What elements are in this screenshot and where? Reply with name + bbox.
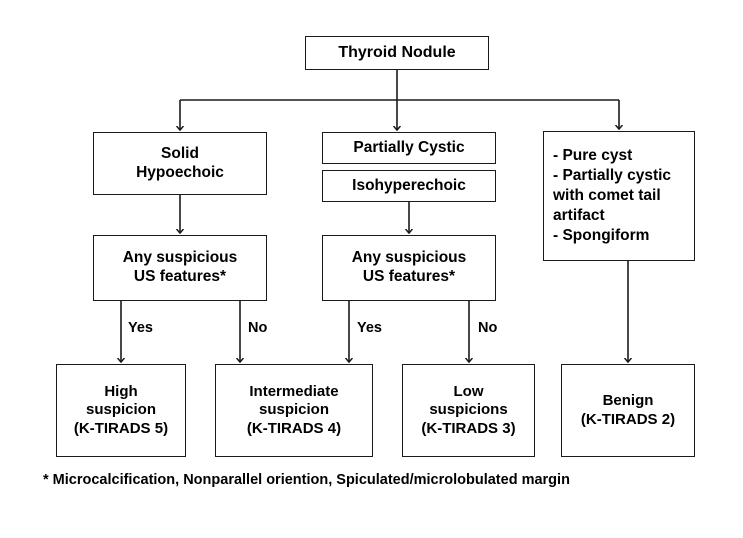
node-suspicious-features-right: Any suspicious US features* [322, 235, 496, 301]
node-suspicious-features-left-line1: Any suspicious [122, 249, 238, 267]
node-thyroid-nodule: Thyroid Nodule [305, 36, 489, 70]
node-benign-features: - Pure cyst - Partially cystic with come… [543, 131, 695, 261]
footnote: * Microcalcification, Nonparallel orient… [43, 472, 570, 488]
edge-label-yes-left: Yes [128, 320, 153, 336]
node-low-suspicions-category: (K-TIRADS 3) [421, 419, 516, 437]
node-suspicious-features-left-line2: US features* [133, 268, 227, 285]
node-intermediate-suspicion-line2: suspicion [258, 401, 329, 419]
node-low-suspicions: Low suspicions (K-TIRADS 3) [402, 364, 535, 457]
edge-label-yes-right: Yes [357, 320, 382, 336]
node-suspicious-features-right-line1: Any suspicious [351, 249, 467, 267]
node-solid-hypoechoic: Solid Hypoechoic [93, 132, 267, 195]
node-benign-features-line4: artifact [553, 206, 605, 224]
node-partially-cystic: Partially Cystic [322, 132, 496, 164]
node-low-suspicions-line1: Low [453, 383, 484, 401]
node-high-suspicion: High suspicion (K-TIRADS 5) [56, 364, 186, 457]
node-intermediate-suspicion: Intermediate suspicion (K-TIRADS 4) [215, 364, 373, 457]
edge-label-no-left: No [248, 320, 268, 336]
node-suspicious-features-left: Any suspicious US features* [93, 235, 267, 301]
node-intermediate-suspicion-category: (K-TIRADS 4) [246, 419, 342, 437]
node-high-suspicion-line2: suspicion [85, 401, 156, 419]
node-solid-hypoechoic-line1: Solid [161, 144, 199, 162]
node-benign: Benign (K-TIRADS 2) [561, 364, 695, 457]
node-benign-line1: Benign [602, 392, 654, 410]
edge-label-no-right: No [478, 320, 498, 336]
node-benign-features-line3: with comet tail [553, 187, 661, 205]
node-intermediate-suspicion-line1: Intermediate [249, 383, 339, 401]
node-low-suspicions-line2: suspicions [429, 401, 508, 419]
node-benign-features-line1: - Pure cyst [553, 147, 633, 165]
node-high-suspicion-category: (K-TIRADS 5) [73, 419, 169, 437]
node-benign-features-line5: - Spongiform [553, 226, 650, 244]
node-partially-cystic-label: Partially Cystic [353, 138, 465, 156]
node-isohyperechoic-label: Isohyperechoic [352, 176, 466, 194]
node-thyroid-nodule-label: Thyroid Nodule [338, 44, 456, 62]
node-suspicious-features-right-line2: US features* [362, 268, 456, 285]
node-benign-category: (K-TIRADS 2) [580, 410, 676, 428]
node-solid-hypoechoic-line2: Hypoechoic [136, 163, 224, 181]
node-high-suspicion-line1: High [104, 383, 138, 401]
node-benign-features-line2: - Partially cystic [553, 167, 672, 185]
node-isohyperechoic: Isohyperechoic [322, 170, 496, 202]
